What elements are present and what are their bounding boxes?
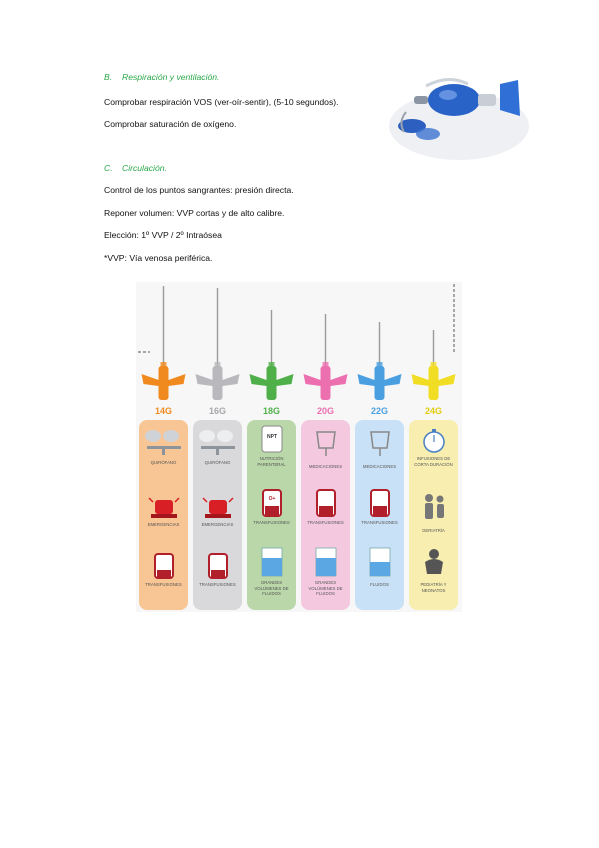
col2-label-1: QUIRÓFANO — [204, 460, 231, 465]
catheter-14g — [141, 286, 186, 400]
column-14g: QUIRÓFANO EMERGENCIAS TRANSFUSIONES — [139, 420, 188, 610]
section-c-heading: C. Circulación. — [104, 163, 167, 173]
col1-label-2: EMERGENCIAS — [147, 522, 180, 527]
blood-bag-icon — [208, 553, 228, 579]
col6-label-1: INFUSIONES DE CORTA DURACIÓN — [414, 456, 453, 467]
blood-type-label: O+ — [268, 496, 276, 502]
col6-label-3: PEDIATRÍA Y NEONATOS — [420, 582, 447, 593]
column-18g: NPT O+ NUTRICIÓN PARENTERAL TRANSFUSIONE… — [247, 420, 296, 610]
catheter-illustrations — [138, 284, 456, 400]
catheter-22g — [357, 322, 402, 400]
col5-label-2: TRANSFUSIONES — [361, 520, 398, 525]
column-24g: INFUSIONES DE CORTA DURACIÓN GERIATRÍA P… — [409, 420, 458, 610]
gauge-label-14g: 14G — [154, 406, 172, 416]
section-c-line-1: Control de los puntos sangrantes: presió… — [104, 185, 294, 195]
section-b-letter: B. — [104, 72, 113, 82]
section-b-heading: B. Respiración y ventilación. — [104, 72, 219, 82]
col5-label-1: MEDICACIONES — [362, 464, 397, 469]
column-20g: MEDICACIONES TRANSFUSIONES GRANDES VOLÚM… — [301, 420, 350, 610]
baby-icon — [425, 549, 443, 574]
gauge-label-20g: 20G — [316, 406, 334, 416]
col4-label-1: MEDICACIONES — [308, 464, 343, 469]
gauge-label-22g: 22G — [370, 406, 388, 416]
siren-icon — [202, 497, 234, 518]
blood-bag-icon — [262, 489, 282, 517]
col4-label-2: TRANSFUSIONES — [307, 520, 344, 525]
blood-bag-icon — [316, 489, 336, 517]
ambu-bag-image — [389, 78, 529, 160]
surgical-lamp-icon — [145, 430, 181, 455]
fluid-beaker-icon — [369, 547, 391, 577]
col6-label-2: GERIATRÍA — [422, 528, 445, 533]
section-c-line-4: *VVP: Vía venosa periférica. — [104, 253, 213, 263]
iv-medication-icon — [370, 431, 390, 456]
section-b-line-1: Comprobar respiración VOS (ver-oír-senti… — [104, 97, 339, 107]
npt-bag-icon — [261, 425, 283, 453]
col2-label-2: EMERGENCIAS — [201, 522, 234, 527]
catheter-20g — [303, 314, 348, 400]
catheter-gauge-figure: 14G 16G 18G 20G 22G 24G QUIRÓFANO EMERGE… — [136, 282, 462, 612]
col4-label-3: GRANDES VOLÚMENES DE FLUIDOS — [308, 580, 343, 596]
col5-label-3: FLUIDOS — [370, 582, 389, 587]
catheter-18g — [249, 310, 294, 400]
surgical-lamp-icon — [199, 430, 235, 455]
gauge-label-24g: 24G — [424, 406, 442, 416]
section-c-line-3: Elección: 1º VVP / 2º Intraósea — [104, 230, 222, 240]
section-c-letter: C. — [104, 163, 113, 173]
catheter-16g — [195, 288, 240, 400]
section-b-line-2: Comprobar saturación de oxígeno. — [104, 119, 237, 129]
blood-bag-icon — [154, 553, 174, 579]
gauge-label-18g: 18G — [262, 406, 280, 416]
column-16g: QUIRÓFANO EMERGENCIAS TRANSFUSIONES — [193, 420, 242, 610]
catheter-24g — [411, 330, 456, 400]
col3-label-2: TRANSFUSIONES — [253, 520, 290, 525]
fluid-beaker-icon — [315, 547, 337, 577]
siren-icon — [148, 497, 180, 518]
col3-label-1: NUTRICIÓN PARENTERAL — [257, 456, 286, 467]
section-c-title: Circulación. — [122, 163, 167, 173]
col3-label-3: GRANDES VOLÚMENES DE FLUIDOS — [254, 580, 289, 596]
col1-label-1: QUIRÓFANO — [150, 460, 177, 465]
iv-medication-icon — [316, 431, 336, 456]
elderly-couple-icon — [425, 494, 444, 519]
section-c-line-2: Reponer volumen: VVP cortas y de alto ca… — [104, 208, 285, 218]
fluid-beaker-icon — [261, 547, 283, 577]
section-b-title: Respiración y ventilación. — [122, 72, 220, 82]
col1-label-3: TRANSFUSIONES — [145, 582, 182, 587]
gauge-label-16g: 16G — [208, 406, 226, 416]
blood-bag-icon — [370, 489, 390, 517]
stopwatch-icon — [423, 429, 445, 453]
npt-badge: NPT — [267, 434, 277, 440]
col2-label-3: TRANSFUSIONES — [199, 582, 236, 587]
column-22g: MEDICACIONES TRANSFUSIONES FLUIDOS — [355, 420, 404, 610]
